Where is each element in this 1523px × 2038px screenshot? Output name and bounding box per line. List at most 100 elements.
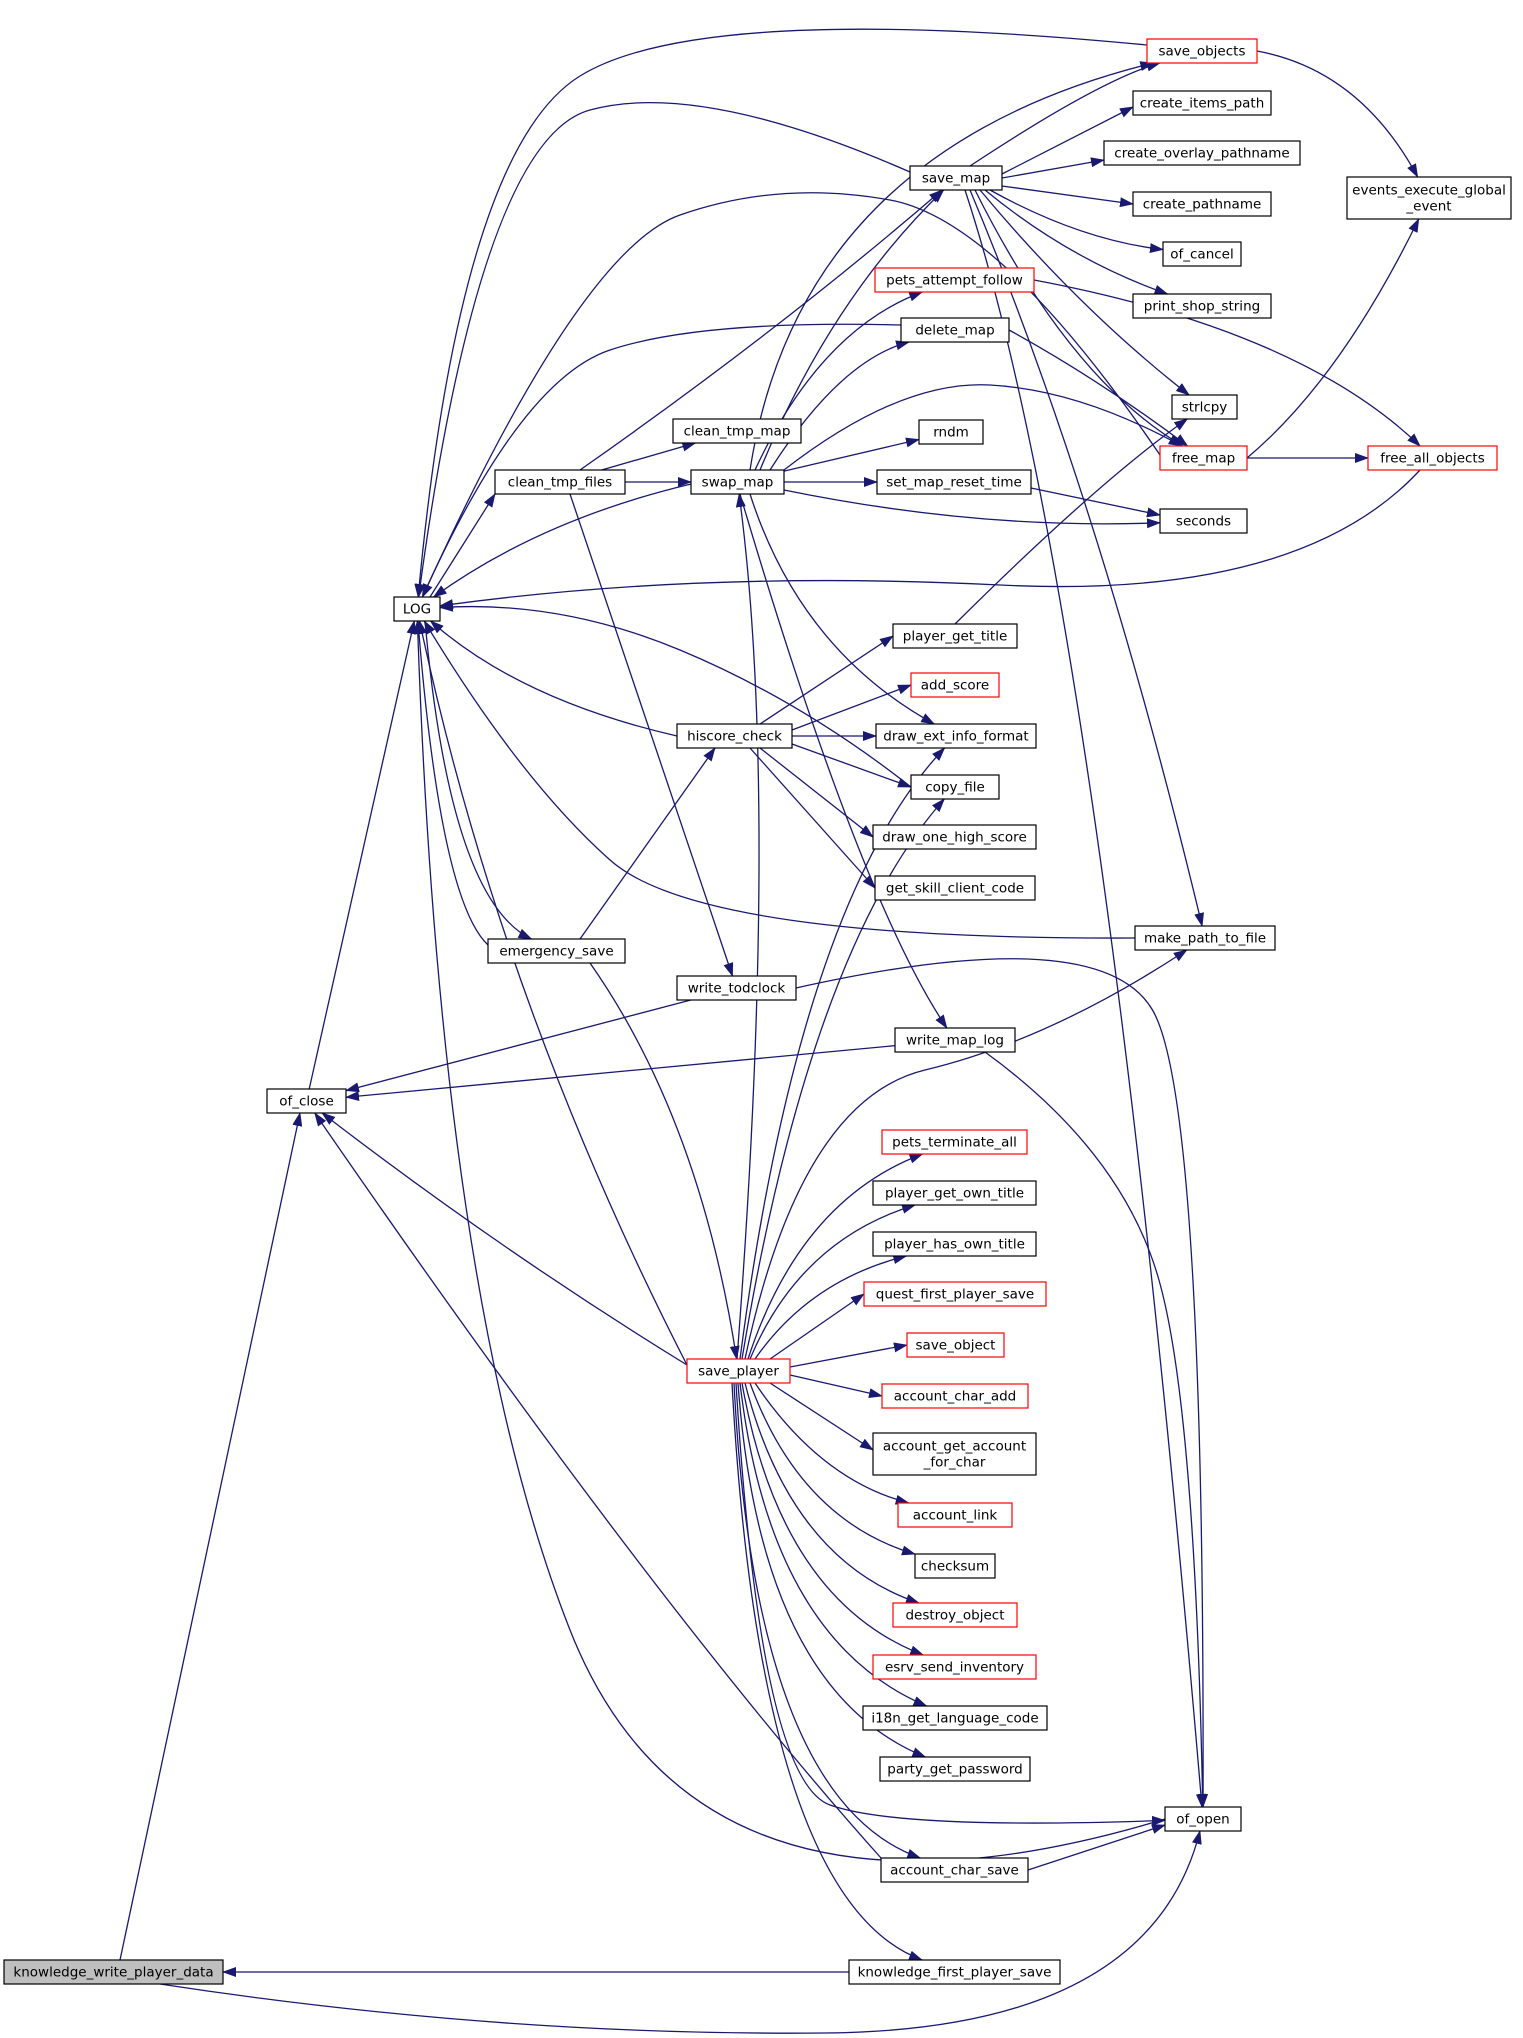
node-create_pathname[interactable]: create_pathname: [1132, 191, 1272, 217]
node-account_char_save[interactable]: account_char_save: [880, 1857, 1029, 1883]
node-free_map[interactable]: free_map: [1159, 445, 1248, 471]
node-print_shop_string[interactable]: print_shop_string: [1132, 293, 1272, 319]
node-label-draw_ext_info_format: draw_ext_info_format: [883, 729, 1028, 745]
node-box-account_get_account_for_char: [872, 1432, 1037, 1476]
node-make_path_to_file[interactable]: make_path_to_file: [1134, 925, 1276, 951]
node-box-account_char_save: [880, 1857, 1029, 1883]
node-of_open[interactable]: of_open: [1164, 1806, 1242, 1832]
node-box-emergency_save: [487, 938, 626, 964]
node-label-knowledge_write_player_data: knowledge_write_player_data: [13, 1965, 213, 1981]
node-strlcpy[interactable]: strlcpy: [1171, 394, 1238, 420]
node-box-save_player: [686, 1358, 791, 1384]
node-account_get_account_for_char[interactable]: account_get_account_for_char: [872, 1432, 1037, 1476]
node-box-account_link: [897, 1502, 1013, 1528]
node-box-pets_attempt_follow: [874, 267, 1035, 293]
node-box-player_get_own_title: [872, 1180, 1037, 1206]
edge-save_player-to-LOG: [417, 620, 688, 1366]
node-label-strlcpy: strlcpy: [1182, 400, 1228, 416]
node-events_execute_global_event[interactable]: events_execute_global_event: [1346, 176, 1512, 220]
node-write_map_log[interactable]: write_map_log: [894, 1027, 1016, 1053]
edge-emergency_save-to-save_player: [589, 962, 740, 1360]
node-esrv_send_inventory[interactable]: esrv_send_inventory: [872, 1654, 1037, 1680]
node-draw_ext_info_format[interactable]: draw_ext_info_format: [875, 723, 1037, 749]
node-box-copy_file: [910, 774, 1000, 800]
edge-save_map-to-strlcpy: [979, 189, 1190, 396]
node-label-copy_file: copy_file: [925, 780, 985, 796]
node-label-emergency_save: emergency_save: [499, 944, 613, 960]
node-player_get_own_title[interactable]: player_get_own_title: [872, 1180, 1037, 1206]
node-box-destroy_object: [892, 1602, 1018, 1628]
node-box-clean_tmp_map: [672, 418, 802, 444]
node-seconds[interactable]: seconds: [1159, 508, 1248, 534]
node-box-seconds: [1159, 508, 1248, 534]
node-of_close[interactable]: of_close: [266, 1088, 347, 1114]
node-knowledge_first_player_save[interactable]: knowledge_first_player_save: [848, 1959, 1061, 1985]
node-box-clean_tmp_files: [494, 469, 626, 495]
edge-save_player-to-player_get_own_title: [749, 1204, 917, 1360]
node-box-LOG: [393, 596, 441, 622]
node-label-pets_attempt_follow: pets_attempt_follow: [886, 273, 1023, 289]
edge-delete_map-to-free_map: [1008, 329, 1189, 447]
node-clean_tmp_files[interactable]: clean_tmp_files: [494, 469, 626, 495]
node-player_get_title[interactable]: player_get_title: [892, 623, 1018, 649]
node-box-quest_first_player_save: [863, 1281, 1047, 1307]
node-box-of_close: [266, 1088, 347, 1114]
edge-write_map_log-to-of_close: [345, 1044, 896, 1102]
node-get_skill_client_code[interactable]: get_skill_client_code: [874, 875, 1036, 901]
node-save_map[interactable]: save_map: [909, 165, 1003, 191]
node-create_items_path[interactable]: create_items_path: [1132, 90, 1272, 116]
node-free_all_objects[interactable]: free_all_objects: [1367, 445, 1498, 471]
node-quest_first_player_save[interactable]: quest_first_player_save: [863, 1281, 1047, 1307]
node-add_score[interactable]: add_score: [910, 672, 1000, 698]
edges-layer: [119, 28, 1421, 2034]
node-label-account_get_account_for_char-0: account_get_account: [883, 1439, 1026, 1455]
node-player_has_own_title[interactable]: player_has_own_title: [872, 1231, 1037, 1257]
node-create_overlay_pathname[interactable]: create_overlay_pathname: [1103, 140, 1301, 166]
node-knowledge_write_player_data[interactable]: knowledge_write_player_data: [3, 1959, 224, 1985]
node-label-free_all_objects: free_all_objects: [1380, 451, 1485, 467]
node-emergency_save[interactable]: emergency_save: [487, 938, 626, 964]
node-rndm[interactable]: rndm: [918, 419, 984, 445]
node-label-save_map: save_map: [922, 171, 990, 187]
node-set_map_reset_time[interactable]: set_map_reset_time: [876, 469, 1032, 495]
node-box-pets_terminate_all: [881, 1129, 1028, 1155]
node-box-free_map: [1159, 445, 1248, 471]
node-copy_file[interactable]: copy_file: [910, 774, 1000, 800]
node-destroy_object[interactable]: destroy_object: [892, 1602, 1018, 1628]
node-of_cancel[interactable]: of_cancel: [1162, 241, 1242, 267]
node-draw_one_high_score[interactable]: draw_one_high_score: [872, 824, 1037, 850]
edge-hiscore_check-to-get_skill_client_code: [749, 747, 876, 889]
node-label-events_execute_global_event-0: events_execute_global: [1352, 183, 1506, 199]
edge-swap_map-to-seconds: [783, 489, 1161, 529]
edge-save_player-to-quest_first_player_save: [769, 1293, 865, 1360]
node-write_todclock[interactable]: write_todclock: [676, 975, 797, 1001]
node-clean_tmp_map[interactable]: clean_tmp_map: [672, 418, 802, 444]
node-save_player[interactable]: save_player: [686, 1358, 791, 1384]
node-account_char_add[interactable]: account_char_add: [881, 1383, 1029, 1409]
edge-save_player-to-party_get_password: [737, 1382, 927, 1758]
node-party_get_password[interactable]: party_get_password: [879, 1756, 1031, 1782]
edge-save_player-to-save_object: [789, 1342, 908, 1368]
edge-save_player-to-player_has_own_title: [754, 1254, 908, 1360]
node-box-of_open: [1164, 1806, 1242, 1832]
node-i18n_get_language_code[interactable]: i18n_get_language_code: [862, 1705, 1048, 1731]
node-delete_map[interactable]: delete_map: [900, 317, 1010, 343]
node-LOG[interactable]: LOG: [393, 596, 441, 622]
node-account_link[interactable]: account_link: [897, 1502, 1013, 1528]
node-pets_attempt_follow[interactable]: pets_attempt_follow: [874, 267, 1035, 293]
node-swap_map[interactable]: swap_map: [690, 469, 785, 495]
node-box-write_map_log: [894, 1027, 1016, 1053]
node-box-add_score: [910, 672, 1000, 698]
node-label-draw_one_high_score: draw_one_high_score: [882, 830, 1027, 846]
node-pets_terminate_all[interactable]: pets_terminate_all: [881, 1129, 1028, 1155]
node-checksum[interactable]: checksum: [914, 1553, 996, 1579]
node-save_object[interactable]: save_object: [906, 1332, 1005, 1358]
node-box-swap_map: [690, 469, 785, 495]
node-save_objects[interactable]: save_objects: [1146, 38, 1258, 64]
node-label-seconds: seconds: [1176, 514, 1231, 530]
node-hiscore_check[interactable]: hiscore_check: [676, 723, 793, 749]
node-label-of_cancel: of_cancel: [1170, 247, 1234, 263]
node-label-write_map_log: write_map_log: [906, 1033, 1004, 1049]
node-label-of_close: of_close: [279, 1094, 334, 1110]
